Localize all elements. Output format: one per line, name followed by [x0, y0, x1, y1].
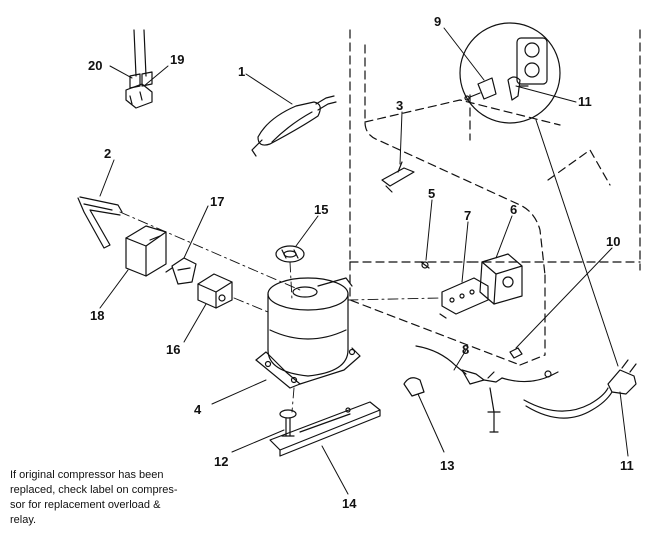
part-16-overload [197, 273, 233, 309]
label-19: 19 [170, 52, 184, 67]
note-line-1: If original compressor has been [10, 469, 164, 481]
label-14: 14 [342, 496, 357, 511]
part-5-screw [420, 261, 430, 269]
label-17: 17 [210, 194, 224, 209]
label-1: 1 [238, 64, 245, 79]
label-9: 9 [434, 14, 441, 29]
label-10: 10 [606, 234, 620, 249]
detail-inset [459, 22, 561, 124]
part-7-terminal-plate [439, 277, 489, 319]
leader-lines [99, 27, 629, 495]
part-1-drier [251, 95, 337, 157]
replacement-note: If original compressor has been replaced… [10, 468, 240, 528]
part-10-bracket [509, 347, 523, 359]
note-line-2: replaced, check label on compres- [10, 484, 178, 496]
label-4: 4 [194, 402, 202, 417]
part-20-wire-leads [129, 29, 153, 89]
label-18: 18 [90, 308, 104, 323]
part-labels: 1 2 3 4 5 6 7 8 9 10 11 11 12 13 14 15 1… [88, 14, 634, 511]
note-line-3: sor for replacement overload & [10, 499, 161, 511]
part-11-power-cord [523, 359, 637, 419]
label-15: 15 [314, 202, 328, 217]
part-12-screw [279, 409, 297, 437]
label-13: 13 [440, 458, 454, 473]
label-5: 5 [428, 186, 435, 201]
label-3: 3 [396, 98, 403, 113]
center-lines [119, 211, 441, 413]
label-12: 12 [214, 454, 228, 469]
part-18-relay [125, 225, 167, 277]
part-3-clip [381, 161, 415, 193]
part-13-clamp [403, 377, 425, 397]
cabinet-outline [349, 29, 641, 366]
label-6: 6 [510, 202, 517, 217]
part-4-compressor [255, 277, 361, 389]
part-6-junction-box [479, 253, 523, 305]
part-15-grommet [275, 245, 305, 263]
label-16: 16 [166, 342, 180, 357]
part-17-relay-clip [165, 257, 197, 285]
label-7: 7 [464, 208, 471, 223]
label-8: 8 [462, 342, 469, 357]
note-line-4: relay. [10, 514, 37, 526]
part-8-wiring-harness [415, 345, 559, 433]
label-11-cord: 11 [620, 458, 634, 473]
label-20: 20 [88, 58, 102, 73]
part-2-gasket [77, 196, 123, 249]
part-14-base-rail [269, 401, 381, 457]
label-11-inset: 11 [578, 94, 592, 109]
label-2: 2 [104, 146, 111, 161]
